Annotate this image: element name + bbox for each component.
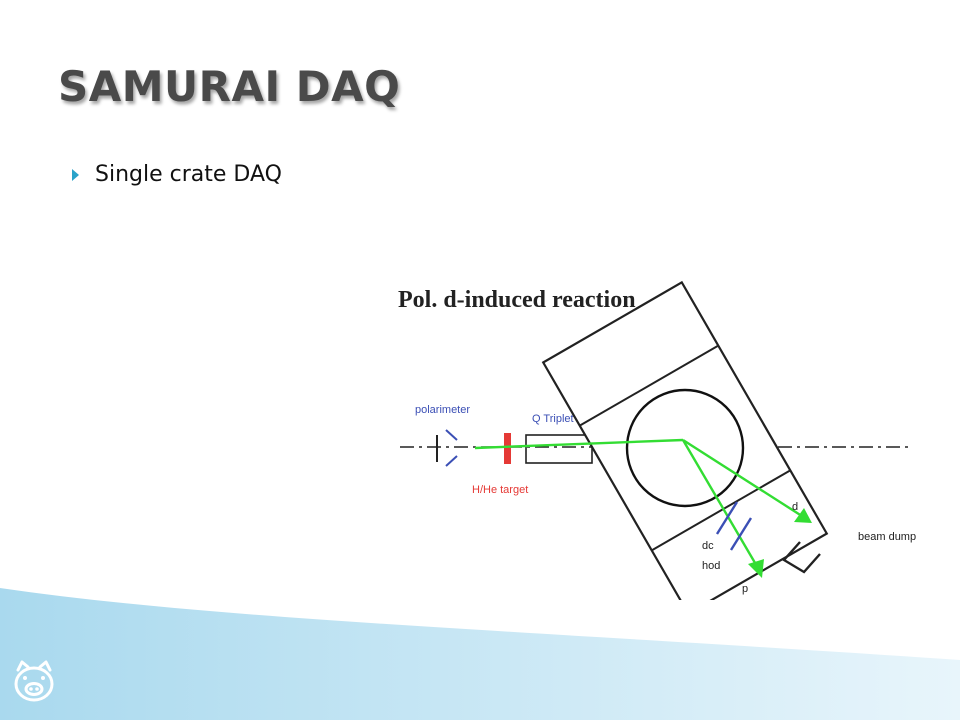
hod-label: hod bbox=[702, 560, 720, 572]
hod-detector bbox=[729, 517, 753, 551]
polarimeter bbox=[436, 429, 458, 467]
reaction-diagram: polarimeter H/He target Q Triplet d p dc… bbox=[400, 280, 916, 600]
beam-trajectory bbox=[474, 438, 806, 569]
d-arrowhead bbox=[794, 508, 812, 523]
polarimeter-label: polarimeter bbox=[415, 404, 470, 416]
bullet-text: Single crate DAQ bbox=[95, 162, 282, 187]
decorative-wave bbox=[0, 588, 960, 720]
beam-dump-label: beam dump bbox=[858, 531, 916, 543]
target bbox=[504, 433, 511, 464]
dc-label: dc bbox=[702, 540, 714, 552]
slide-title: SAMURAI DAQ bbox=[58, 62, 401, 111]
target-label: H/He target bbox=[472, 484, 528, 496]
beam-dump bbox=[782, 541, 821, 574]
diagram-title: Pol. d-induced reaction bbox=[398, 287, 636, 313]
magnet-pole bbox=[625, 388, 745, 508]
q-triplet-label: Q Triplet bbox=[532, 413, 574, 425]
p-arrowhead bbox=[748, 559, 764, 578]
pig-logo-icon bbox=[14, 660, 54, 702]
samurai-magnet bbox=[541, 280, 829, 600]
p-label: p bbox=[742, 583, 748, 595]
bullet-item: Single crate DAQ bbox=[72, 162, 282, 187]
dc-detector bbox=[715, 501, 739, 535]
q-triplet bbox=[525, 434, 593, 464]
d-label: d bbox=[792, 501, 798, 513]
bullet-arrow-icon bbox=[72, 168, 79, 181]
